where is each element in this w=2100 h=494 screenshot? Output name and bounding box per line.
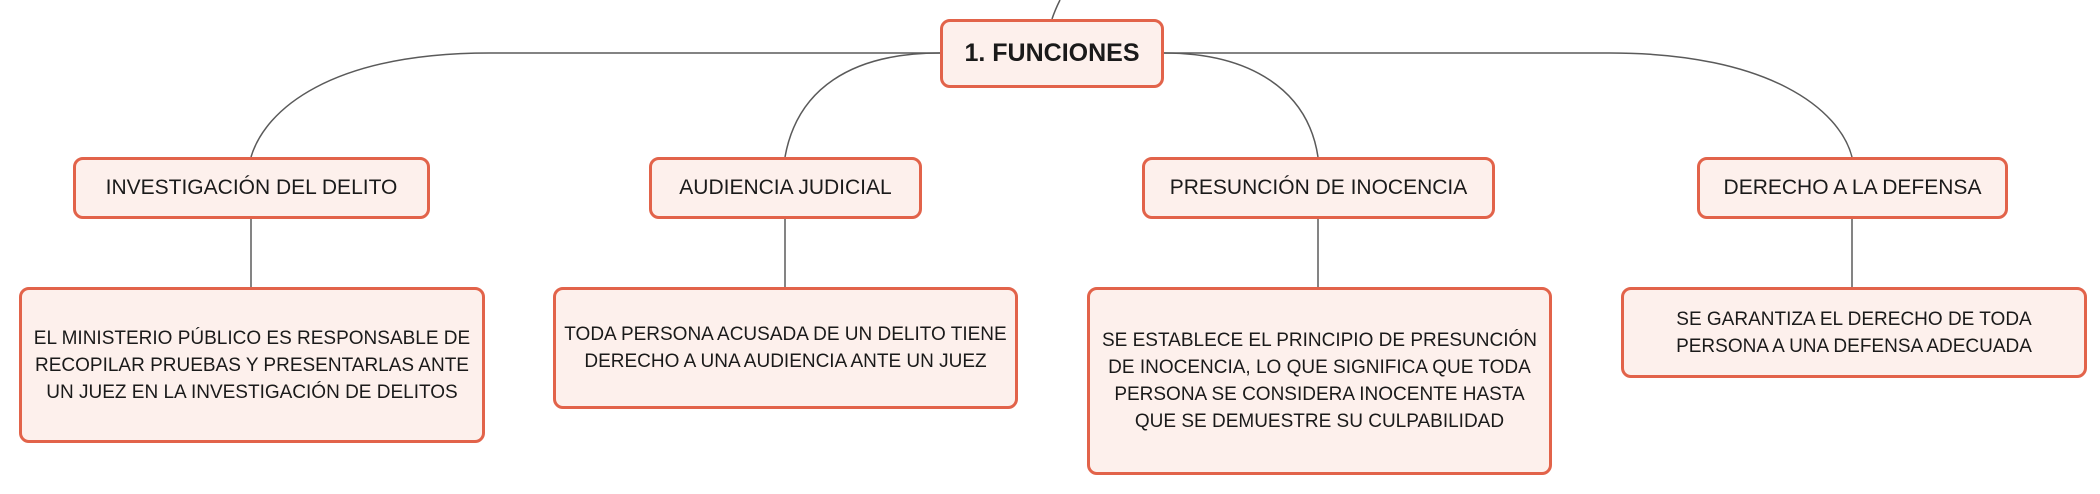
topic-node-label: PRESUNCIÓN DE INOCENCIA <box>1169 176 1468 199</box>
detail-node-defensa[interactable]: SE GARANTIZA EL DERECHO DE TODA PERSONA … <box>1621 287 2087 378</box>
detail-node-text: TODA PERSONA ACUSADA DE UN DELITO TIENE … <box>564 324 1007 372</box>
topic-node-label: DERECHO A LA DEFENSA <box>1723 176 1982 199</box>
connector-root-to-topic-1 <box>250 52 940 158</box>
topic-node-audiencia[interactable]: AUDIENCIA JUDICIAL <box>649 157 922 219</box>
connector-root-to-topic-4 <box>1164 52 1853 158</box>
topic-node-defensa[interactable]: DERECHO A LA DEFENSA <box>1697 157 2008 219</box>
topic-node-label: AUDIENCIA JUDICIAL <box>679 176 892 199</box>
detail-node-text: SE ESTABLECE EL PRINCIPIO DE PRESUNCIÓN … <box>1102 330 1537 432</box>
detail-node-text: SE GARANTIZA EL DERECHO DE TODA PERSONA … <box>1676 308 2032 357</box>
topic-node-presuncion[interactable]: PRESUNCIÓN DE INOCENCIA <box>1142 157 1495 219</box>
root-node-label: 1. FUNCIONES <box>964 39 1140 67</box>
connector-root-to-topic-3 <box>1163 52 1319 158</box>
detail-node-investigacion[interactable]: EL MINISTERIO PÚBLICO ES RESPONSABLE DE … <box>19 287 485 443</box>
topic-node-label: INVESTIGACIÓN DEL DELITO <box>105 176 398 199</box>
topic-node-investigacion[interactable]: INVESTIGACIÓN DEL DELITO <box>73 157 430 219</box>
connector-root-to-topic-2 <box>784 52 941 158</box>
detail-node-audiencia[interactable]: TODA PERSONA ACUSADA DE UN DELITO TIENE … <box>553 287 1018 409</box>
detail-node-presuncion[interactable]: SE ESTABLECE EL PRINCIPIO DE PRESUNCIÓN … <box>1087 287 1552 475</box>
root-node[interactable]: 1. FUNCIONES <box>940 19 1164 88</box>
detail-node-text: EL MINISTERIO PÚBLICO ES RESPONSABLE DE … <box>33 327 471 403</box>
connector-root-to-parent <box>1051 0 1061 20</box>
